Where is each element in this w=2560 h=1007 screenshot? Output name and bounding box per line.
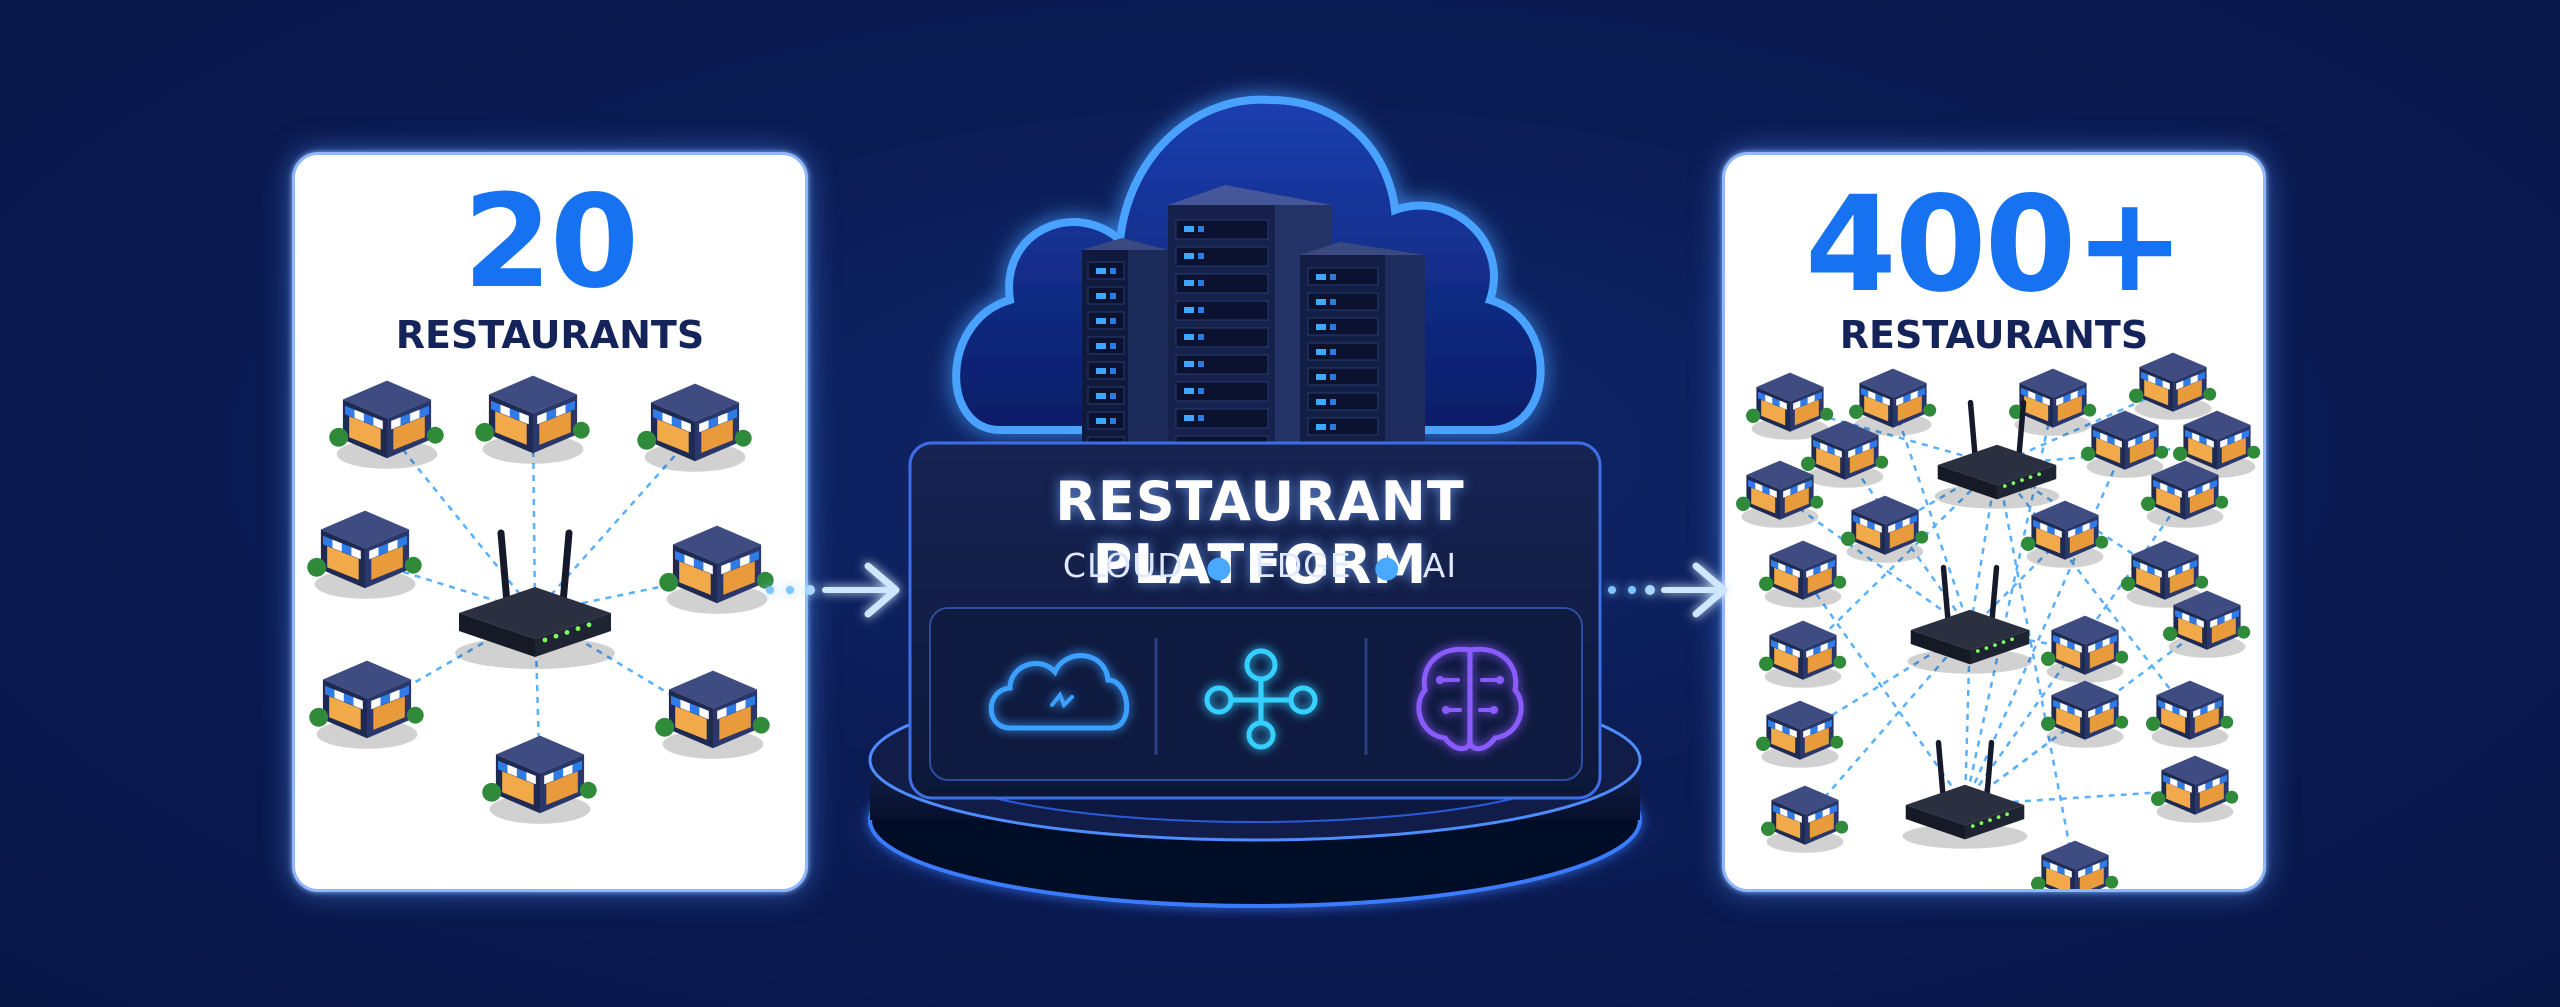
server-led: [1184, 307, 1194, 313]
server-led: [1184, 361, 1194, 367]
server-led: [1096, 368, 1106, 374]
restaurant-icon: [2141, 460, 2229, 528]
router-icon: [455, 529, 615, 669]
server-led: [1184, 388, 1194, 394]
network-link: [531, 424, 537, 614]
subtitle-cloud: CLOUD: [1062, 546, 1184, 585]
network-link: [1799, 628, 1971, 737]
server-led: [1096, 293, 1106, 299]
restaurant-icon: [2009, 368, 2097, 436]
restaurant-icon: [1849, 368, 1937, 436]
server-led: [1316, 424, 1326, 430]
server-led: [1316, 299, 1326, 305]
restaurant-icon: [2146, 680, 2234, 748]
restaurant-icon: [309, 660, 424, 749]
left-restaurants-card: 20 RESTAURANTS: [292, 152, 808, 892]
router-icon: [1902, 739, 2028, 849]
network-link: [1804, 629, 1971, 821]
network-nodes-icon: [1204, 648, 1318, 750]
right-restaurant-count: 400+: [1804, 168, 2185, 322]
server-led: [1096, 268, 1106, 274]
right-restaurants-card: 400+ RESTAURANTS: [1722, 152, 2266, 892]
right-network-diagram: [1736, 352, 2261, 889]
network-link: [1996, 464, 2191, 716]
server-led: [1316, 274, 1326, 280]
server-led: [1316, 349, 1326, 355]
server-led: [1316, 324, 1326, 330]
right-restaurant-label: RESTAURANTS: [1839, 313, 2149, 357]
restaurant-icon: [2081, 410, 2169, 478]
subtitle-edge: EDGE: [1254, 546, 1352, 585]
server-led: [1096, 318, 1106, 324]
restaurant-icon: [2041, 615, 2129, 683]
restaurant-icon: [2163, 590, 2251, 658]
network-link: [1995, 464, 2077, 876]
server-led: [1184, 415, 1194, 421]
subtitle-separator: ●: [1205, 550, 1233, 585]
cloud-sync-icon: [988, 653, 1130, 731]
server-led: [1184, 334, 1194, 340]
restaurant-icon: [2041, 680, 2129, 748]
left-restaurant-label: RESTAURANTS: [395, 313, 705, 357]
server-led: [1316, 399, 1326, 405]
subtitle-separator: ●: [1373, 550, 1401, 585]
restaurant-icon: [2151, 755, 2239, 823]
restaurant-icon: [2031, 840, 2119, 889]
server-led: [1184, 226, 1194, 232]
restaurant-icon: [659, 525, 774, 614]
restaurant-icon: [2129, 352, 2217, 420]
left-to-platform-arrow: [766, 562, 900, 618]
network-link: [1802, 464, 1998, 656]
platform-panel: [908, 441, 1602, 800]
left-restaurant-count: 20: [462, 168, 639, 317]
restaurant-icon: [2173, 410, 2261, 478]
network-link: [386, 429, 536, 614]
network-link: [1884, 463, 1998, 532]
network-link: [1996, 385, 2174, 467]
restaurant-icon: [329, 380, 444, 469]
platform-to-right-arrow: [1608, 562, 1728, 618]
restaurant-icon: [475, 375, 590, 464]
ai-brain-icon: [1416, 646, 1524, 752]
platform-title: RESTAURANT PLATFORM: [1055, 470, 1465, 596]
server-led: [1096, 393, 1106, 399]
restaurant-icon: [2121, 540, 2209, 608]
network-link: [1891, 402, 1972, 631]
left-network-diagram: [307, 375, 774, 824]
server-led: [1184, 280, 1194, 286]
network-link: [1963, 494, 2187, 806]
subtitle-ai: AI: [1422, 546, 1458, 585]
server-led: [1096, 343, 1106, 349]
restaurant-icon: [1759, 540, 1847, 608]
platform-subtitle: CLOUD ● EDGE ● AI: [910, 546, 1610, 585]
server-led: [1316, 374, 1326, 380]
restaurant-icon: [1801, 420, 1889, 488]
restaurant-icon: [655, 670, 770, 759]
restaurant-icon: [1746, 372, 1834, 440]
restaurant-icon: [1756, 700, 1844, 768]
restaurant-icon: [1761, 785, 1849, 853]
server-led: [1184, 253, 1194, 259]
network-link: [1963, 402, 2055, 806]
server-led: [1096, 418, 1106, 424]
restaurant-icon: [482, 735, 597, 824]
network-link: [1779, 493, 1971, 632]
router-icon: [1907, 564, 2033, 674]
router-icon: [1934, 399, 2060, 509]
restaurant-icon: [2021, 500, 2109, 568]
restaurant-icon: [1759, 620, 1847, 688]
